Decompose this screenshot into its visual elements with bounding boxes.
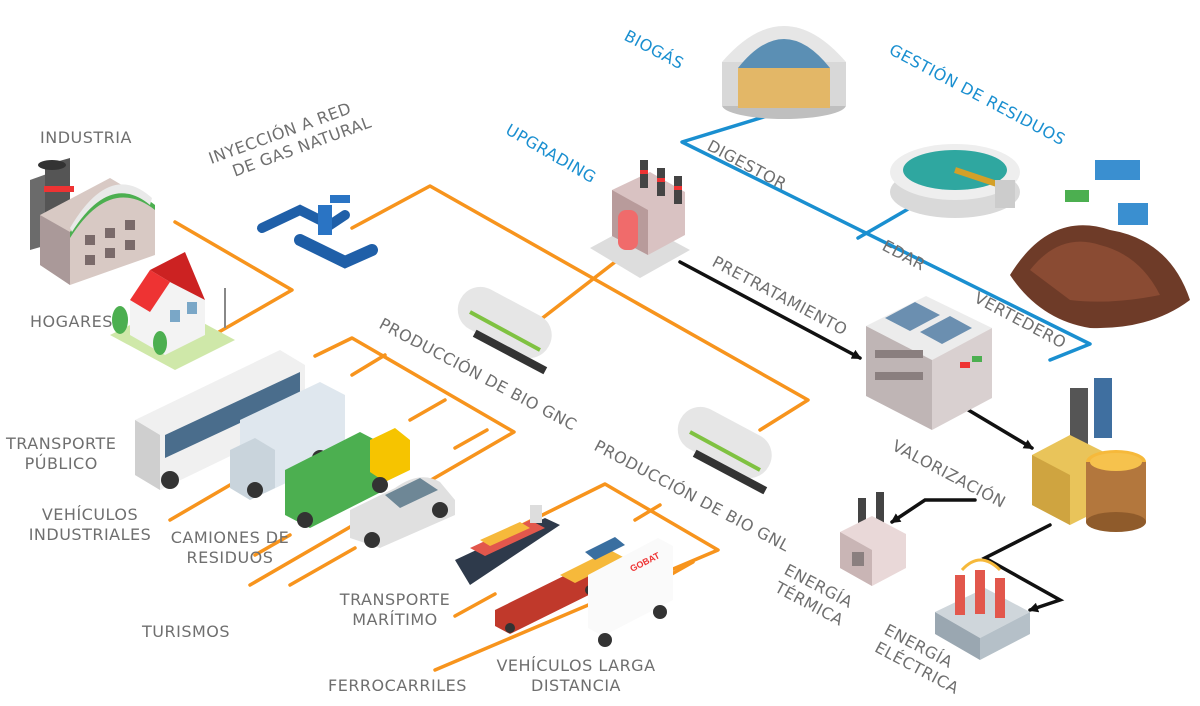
- industry-icon: [30, 158, 155, 285]
- connector-turismos: [288, 546, 357, 587]
- arrow-to-termica: [890, 498, 977, 524]
- house-icon: [110, 252, 235, 370]
- landfill-icon: [1010, 160, 1190, 329]
- connector-digestor-vertedero: [680, 110, 1092, 362]
- black-flow-arrows: [678, 260, 1065, 613]
- label-ferrocarriles: FERROCARRILES: [328, 676, 467, 695]
- garbage-truck-icon: [285, 428, 410, 528]
- gas-pipe-valve-icon: [257, 195, 378, 269]
- cargo-ship-icon: [455, 505, 560, 585]
- connector-upgrading-gnc: [538, 260, 617, 322]
- upgrading-plant-icon: [590, 160, 690, 278]
- connector-camiones: [253, 533, 292, 557]
- blue-connectors: [680, 110, 1092, 362]
- semi-truck-icon: [588, 538, 673, 647]
- connector-inyeccion-upgrading: [350, 184, 810, 432]
- label-turismos: TURISMOS: [142, 622, 231, 641]
- arrow-pretratamiento-valorizacion: [958, 403, 1034, 450]
- connector-transport-branch2: [408, 398, 447, 422]
- thermal-plant-icon: [840, 492, 906, 586]
- water-treatment-plant-icon: [890, 144, 1020, 218]
- label-transporte-maritimo: TRANSPORTE MARÍTIMO: [339, 590, 451, 629]
- connector-edar: [856, 203, 917, 240]
- label-camiones-residuos: CAMIONES DE RESIDUOS: [170, 528, 290, 567]
- gas-tanker-gnl-icon: [677, 406, 772, 495]
- electric-insulator-icon: [935, 558, 1030, 660]
- orange-connectors: [168, 184, 810, 672]
- arrow-upgrading-pretratamiento: [678, 260, 862, 360]
- label-industria: INDUSTRIA: [40, 128, 132, 147]
- pretreatment-building-icon: [866, 296, 992, 430]
- connector-vehiculos-industriales: [168, 483, 232, 522]
- freight-train-icon: [495, 537, 625, 634]
- connector-industria-hogares: [173, 220, 294, 338]
- digester-dome-icon: [722, 26, 846, 119]
- label-hogares: HOGARES: [30, 312, 113, 331]
- city-bus-icon: [135, 350, 305, 490]
- connector-gnl-branch2: [668, 560, 695, 577]
- connector-transport-branch3: [453, 428, 489, 450]
- connector-gnl-branch1: [633, 503, 662, 522]
- connector-gnl-spine: [433, 482, 720, 672]
- connector-maritimo: [453, 592, 497, 618]
- label-vehiculos-larga-distancia: VEHÍCULOS LARGA DISTANCIA: [496, 656, 656, 695]
- arrow-to-electrica: [981, 523, 1065, 613]
- connector-transport-branch1: [350, 353, 387, 377]
- label-transporte-publico: TRANSPORTE PÚBLICO: [6, 434, 117, 473]
- valorization-plant-icon: [1032, 378, 1146, 532]
- gas-tanker-gnc-icon: [457, 286, 552, 375]
- label-vehiculos-industriales: VEHÍCULOS INDUSTRIALES: [28, 505, 152, 544]
- car-icon: [350, 477, 455, 548]
